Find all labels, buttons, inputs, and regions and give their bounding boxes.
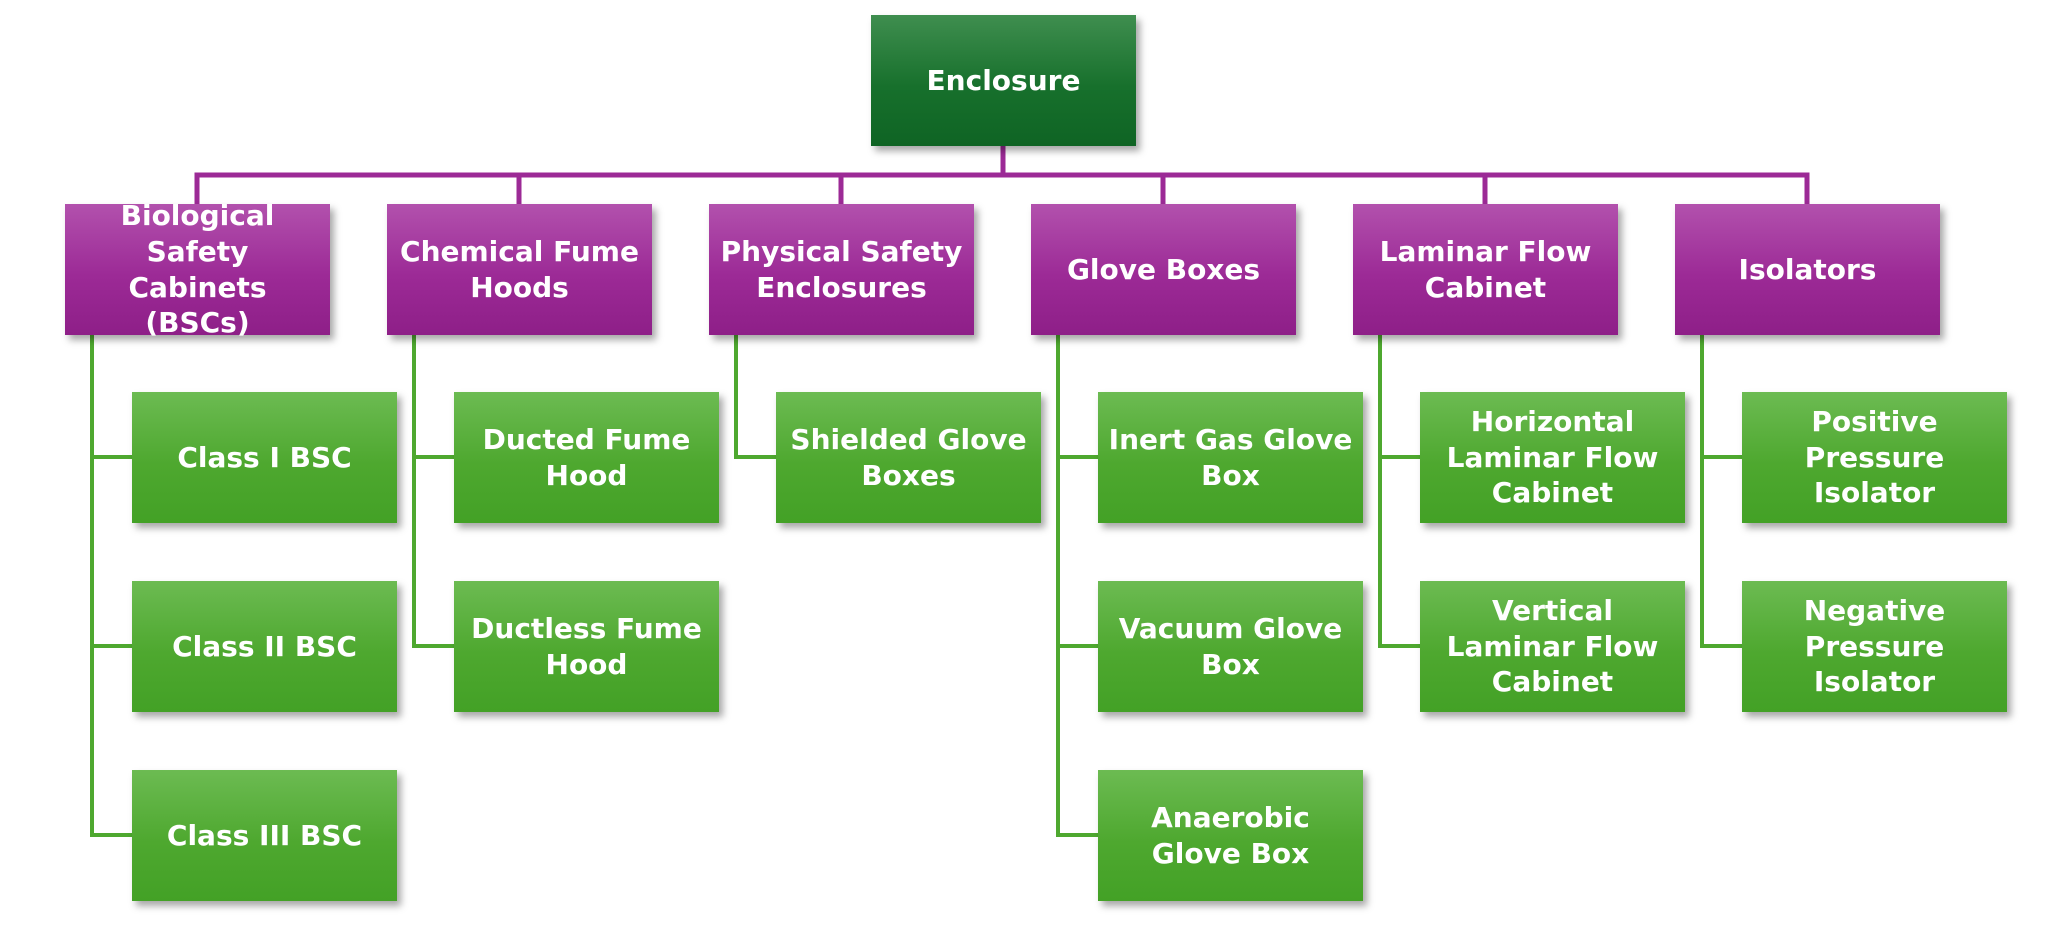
leaf-label: Class III BSC bbox=[166, 818, 363, 852]
leaf-label: Horizontal Laminar Flow Cabinet bbox=[1446, 404, 1659, 510]
leaf-node-class-ii-bsc: Class II BSC bbox=[132, 581, 397, 712]
leaf-node-ducted-fume-hood: Ducted Fume Hood bbox=[454, 392, 719, 523]
leaf-node-class-iii-bsc: Class III BSC bbox=[132, 770, 397, 901]
leaf-node-negative-pressure-isolator: Negative Pressure Isolator bbox=[1742, 581, 2007, 712]
leaf-node-inert-gas-glove-box: Inert Gas Glove Box bbox=[1098, 392, 1363, 523]
leaf-label: Ducted Fume Hood bbox=[482, 422, 691, 492]
category-label: Biological Safety Cabinets (BSCs) bbox=[120, 198, 275, 340]
root-node-enclosure: Enclosure bbox=[871, 15, 1136, 146]
leaf-label: Positive Pressure Isolator bbox=[1804, 404, 1945, 510]
leaf-label: Vacuum Glove Box bbox=[1118, 611, 1343, 681]
leaf-label: Shielded Glove Boxes bbox=[790, 422, 1027, 492]
leaf-label: Anaerobic Glove Box bbox=[1151, 800, 1310, 870]
category-label: Glove Boxes bbox=[1066, 252, 1261, 286]
category-label: Physical Safety Enclosures bbox=[720, 234, 963, 304]
category-node-laminar-flow-cabinet: Laminar Flow Cabinet bbox=[1353, 204, 1618, 335]
leaf-label: Ductless Fume Hood bbox=[471, 611, 702, 681]
leaf-node-horizontal-laminar-flow-cabinet: Horizontal Laminar Flow Cabinet bbox=[1420, 392, 1685, 523]
leaf-label: Negative Pressure Isolator bbox=[1803, 593, 1946, 699]
leaf-node-class-i-bsc: Class I BSC bbox=[132, 392, 397, 523]
category-label: Chemical Fume Hoods bbox=[400, 234, 639, 304]
leaf-label: Inert Gas Glove Box bbox=[1108, 422, 1353, 492]
leaf-node-positive-pressure-isolator: Positive Pressure Isolator bbox=[1742, 392, 2007, 523]
leaf-label: Class I BSC bbox=[177, 440, 352, 474]
root-node-label: Enclosure bbox=[926, 63, 1081, 97]
category-label: Isolators bbox=[1738, 252, 1877, 286]
category-label: Laminar Flow Cabinet bbox=[1379, 234, 1592, 304]
category-node-chemical-fume-hoods: Chemical Fume Hoods bbox=[387, 204, 652, 335]
leaf-label: Vertical Laminar Flow Cabinet bbox=[1446, 593, 1659, 699]
leaf-node-ductless-fume-hood: Ductless Fume Hood bbox=[454, 581, 719, 712]
leaf-node-anaerobic-glove-box: Anaerobic Glove Box bbox=[1098, 770, 1363, 901]
category-node-glove-boxes: Glove Boxes bbox=[1031, 204, 1296, 335]
leaf-label: Class II BSC bbox=[172, 629, 357, 663]
category-node-bscs: Biological Safety Cabinets (BSCs) bbox=[65, 199, 330, 339]
category-node-isolators: Isolators bbox=[1675, 204, 1940, 335]
category-node-physical-safety-enclosures: Physical Safety Enclosures bbox=[709, 204, 974, 335]
leaf-node-vacuum-glove-box: Vacuum Glove Box bbox=[1098, 581, 1363, 712]
leaf-node-vertical-laminar-flow-cabinet: Vertical Laminar Flow Cabinet bbox=[1420, 581, 1685, 712]
leaf-node-shielded-glove-boxes: Shielded Glove Boxes bbox=[776, 392, 1041, 523]
